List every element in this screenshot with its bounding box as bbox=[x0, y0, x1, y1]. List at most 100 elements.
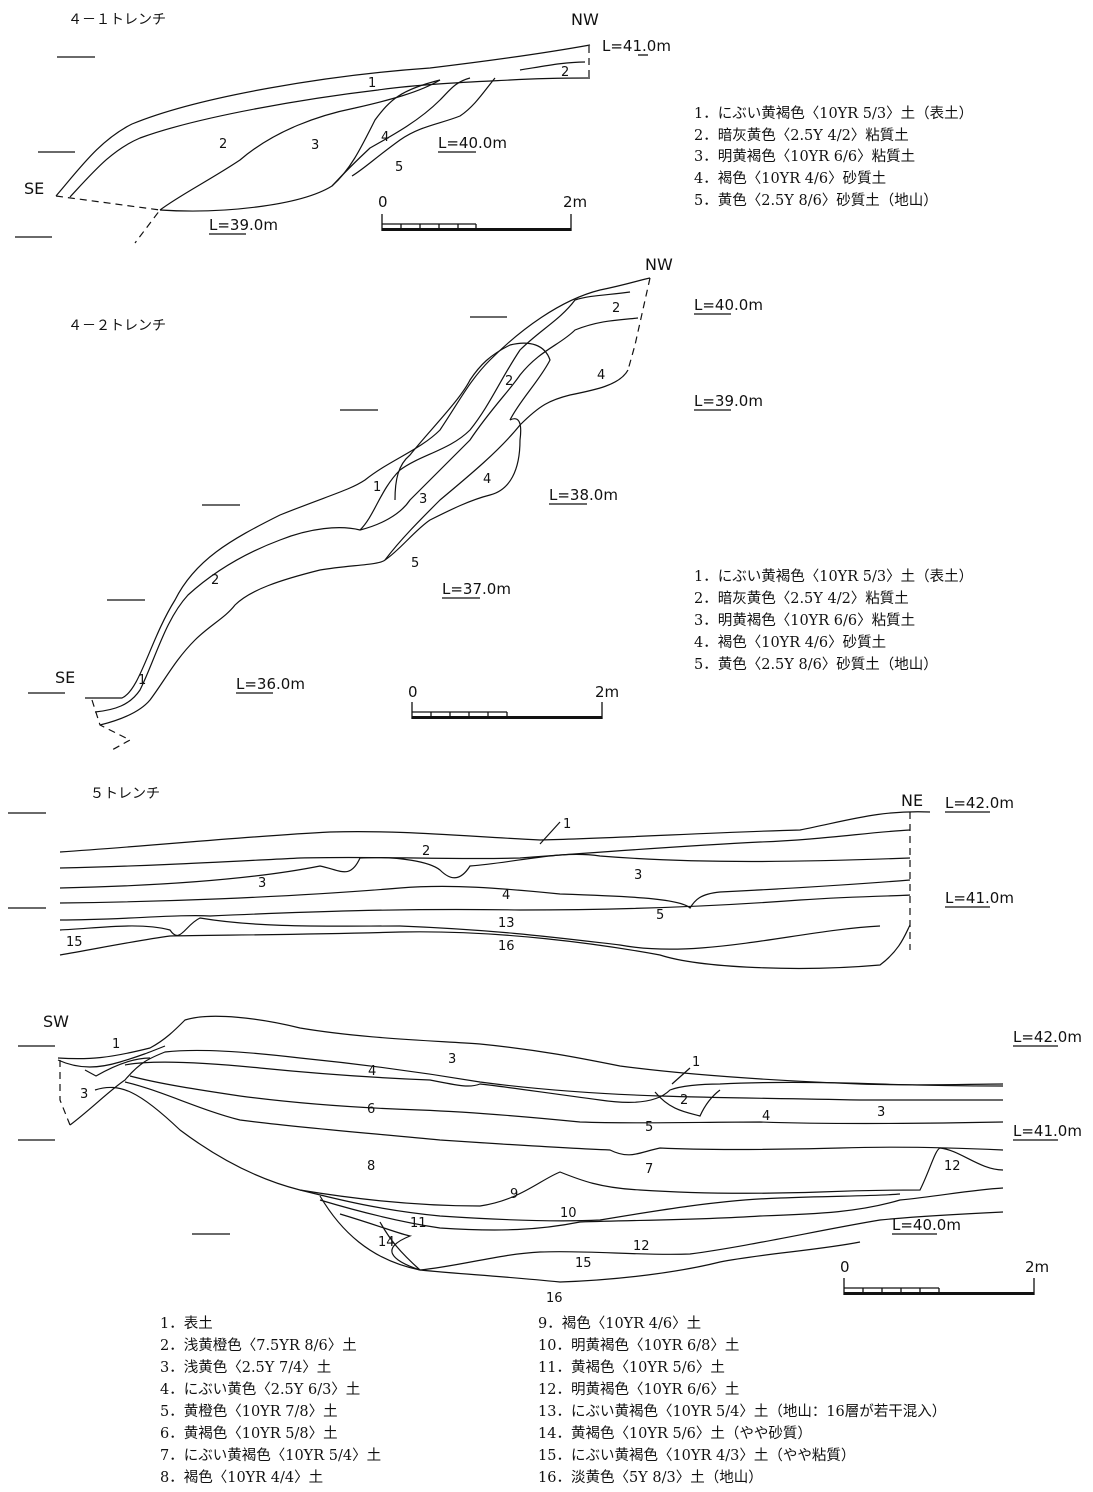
legend-item: 12．明黄褐色〈10YR 6/6〉土 bbox=[538, 1381, 739, 1398]
layer-number: 5 bbox=[395, 160, 403, 175]
trench-4-1-legend: 1．にぶい黄褐色〈10YR 5/3〉土（表土） 2．暗灰黄色〈2.5Y 4/2〉… bbox=[694, 105, 973, 209]
layer-boundary bbox=[124, 1081, 1004, 1156]
scale-zero-label: 0 bbox=[840, 1258, 850, 1276]
layer-number: 1 bbox=[692, 1055, 700, 1070]
legend-item: 16．淡黄色〈5Y 8/3〉土（地山） bbox=[538, 1469, 763, 1486]
layer-number: 5 bbox=[645, 1120, 653, 1135]
trench-4-2: ４－２トレンチ NW SE 2 2 4 1 3 4 5 2 1 L=40.0m … bbox=[28, 255, 973, 751]
dashed-projection bbox=[627, 277, 651, 371]
layer-number: 11 bbox=[410, 1216, 427, 1231]
trench-4-1: ４－１トレンチ NW SE 1 2 2 3 4 5 L=41.0m L=40.0… bbox=[15, 10, 973, 244]
scale-end-label: 2m bbox=[595, 683, 619, 701]
layer-number: 3 bbox=[448, 1052, 456, 1067]
layer-number: 2 bbox=[219, 137, 227, 152]
layer-boundary bbox=[654, 1089, 721, 1117]
layer-number: 1 bbox=[563, 817, 571, 832]
trench-4-2-se-label: SE bbox=[55, 668, 75, 687]
elevation-label: L=41.0m bbox=[1013, 1122, 1082, 1140]
legend-item: 13．にぶい黄褐色〈10YR 5/4〉土（地山：16層が若干混入） bbox=[538, 1403, 946, 1420]
legend-item: 3．明黄褐色〈10YR 6/6〉粘質土 bbox=[694, 611, 915, 629]
layer-boundary bbox=[69, 77, 591, 198]
leader-line bbox=[539, 821, 561, 845]
layer-boundary bbox=[124, 1061, 1004, 1103]
trench-5-legend-right: 9．褐色〈10YR 4/6〉土 10．明黄褐色〈10YR 6/8〉土 11．黄褐… bbox=[538, 1315, 946, 1486]
scale-end-label: 2m bbox=[563, 193, 587, 211]
elevation-label: L=39.0m bbox=[209, 216, 278, 234]
layer-boundary bbox=[59, 853, 911, 889]
legend-item: 6．黄褐色〈10YR 5/8〉土 bbox=[160, 1425, 338, 1442]
elevation-label: L=41.0m bbox=[602, 37, 671, 55]
layer-boundary bbox=[94, 291, 631, 713]
legend-item: 11．黄褐色〈10YR 5/6〉土 bbox=[538, 1359, 725, 1376]
trench-4-1-se-label: SE bbox=[24, 179, 44, 198]
trench-4-1-nw-label: NW bbox=[571, 10, 599, 29]
layer-number: 5 bbox=[411, 556, 419, 571]
elevation-label: L=40.0m bbox=[892, 1216, 961, 1234]
trench-4-2-legend: 1．にぶい黄褐色〈10YR 5/3〉土（表土） 2．暗灰黄色〈2.5Y 4/2〉… bbox=[694, 568, 973, 673]
layer-boundary bbox=[394, 342, 551, 501]
layer-boundary bbox=[59, 879, 911, 909]
layer-number: 1 bbox=[138, 673, 146, 688]
legend-item: 5．黄橙色〈10YR 7/8〉土 bbox=[160, 1403, 338, 1420]
trench-5-sw-label: SW bbox=[43, 1012, 69, 1031]
layer-boundary bbox=[331, 77, 471, 187]
scale-zero-label: 0 bbox=[408, 683, 418, 701]
layer-boundary bbox=[299, 1189, 901, 1222]
elevation-label: L=39.0m bbox=[694, 392, 763, 410]
layer-number: 3 bbox=[634, 868, 642, 883]
layer-number: 3 bbox=[258, 876, 266, 891]
legend-item: 14．黄褐色〈10YR 5/6〉土（やや砂質） bbox=[538, 1424, 812, 1442]
layer-number: 3 bbox=[419, 492, 427, 507]
layer-number: 1 bbox=[368, 76, 376, 91]
layer-number: 2 bbox=[211, 573, 219, 588]
legend-item: 8．褐色〈10YR 4/4〉土 bbox=[160, 1469, 323, 1486]
layer-boundary bbox=[59, 924, 911, 970]
layer-number: 3 bbox=[80, 1087, 88, 1102]
dashed-projection bbox=[91, 699, 132, 751]
elevation-label: L=37.0m bbox=[442, 580, 511, 598]
layer-number: 12 bbox=[944, 1159, 961, 1174]
scale-bar-thick bbox=[412, 716, 602, 719]
trench-5-title: ５トレンチ bbox=[90, 786, 160, 802]
layer-boundary bbox=[159, 79, 441, 211]
elevation-label: L=42.0m bbox=[1013, 1028, 1082, 1046]
layer-number: 3 bbox=[311, 138, 319, 153]
layer-number: 4 bbox=[597, 368, 605, 383]
trench-5-ne-label: NE bbox=[901, 791, 923, 810]
legend-item: 2．浅黄橙色〈7.5YR 8/6〉土 bbox=[160, 1337, 357, 1354]
scale-bar-thick bbox=[844, 1292, 1034, 1295]
layer-boundary bbox=[319, 1187, 1004, 1231]
scale-bar-thick bbox=[382, 228, 571, 231]
layer-number: 1 bbox=[112, 1037, 120, 1052]
legend-item: 1．にぶい黄褐色〈10YR 5/3〉土（表土） bbox=[694, 568, 973, 585]
trench-5-upper: ５トレンチ NE 1 2 3 3 4 5 13 16 15 L=42.0m L=… bbox=[8, 786, 1014, 970]
layer-boundary bbox=[94, 1086, 1004, 1207]
layer-number: 2 bbox=[505, 374, 513, 389]
layer-boundary bbox=[159, 79, 441, 212]
legend-item: 4．褐色〈10YR 4/6〉砂質土 bbox=[694, 633, 886, 651]
elevation-label: L=40.0m bbox=[438, 134, 507, 152]
layer-boundary bbox=[319, 1195, 861, 1283]
scale-bar: 0 2m bbox=[840, 1258, 1049, 1295]
layer-number: 9 bbox=[510, 1187, 518, 1202]
legend-item: 4．褐色〈10YR 4/6〉砂質土 bbox=[694, 169, 886, 187]
elevation-label: L=42.0m bbox=[945, 794, 1014, 812]
layer-number: 16 bbox=[498, 939, 515, 954]
dashed-projection bbox=[59, 1060, 71, 1126]
legend-item: 9．褐色〈10YR 4/6〉土 bbox=[538, 1315, 701, 1332]
layer-boundary bbox=[59, 894, 911, 921]
legend-item: 10．明黄褐色〈10YR 6/8〉土 bbox=[538, 1337, 739, 1354]
legend-item: 3．明黄褐色〈10YR 6/6〉粘質土 bbox=[694, 147, 915, 165]
ground-surface-line bbox=[55, 44, 591, 197]
layer-number: 2 bbox=[680, 1093, 688, 1108]
legend-item: 1．にぶい黄褐色〈10YR 5/3〉土（表土） bbox=[694, 105, 973, 122]
legend-item: 2．暗灰黄色〈2.5Y 4/2〉粘質土 bbox=[694, 589, 909, 607]
elevation-label: L=38.0m bbox=[549, 486, 618, 504]
layer-boundary bbox=[339, 1211, 1004, 1271]
dashed-projection bbox=[55, 195, 162, 244]
layer-number: 16 bbox=[546, 1291, 563, 1306]
layer-number: 1 bbox=[373, 480, 381, 495]
leader-line bbox=[671, 1067, 691, 1085]
layer-boundary bbox=[69, 1049, 1003, 1126]
layer-boundary bbox=[379, 1221, 421, 1271]
